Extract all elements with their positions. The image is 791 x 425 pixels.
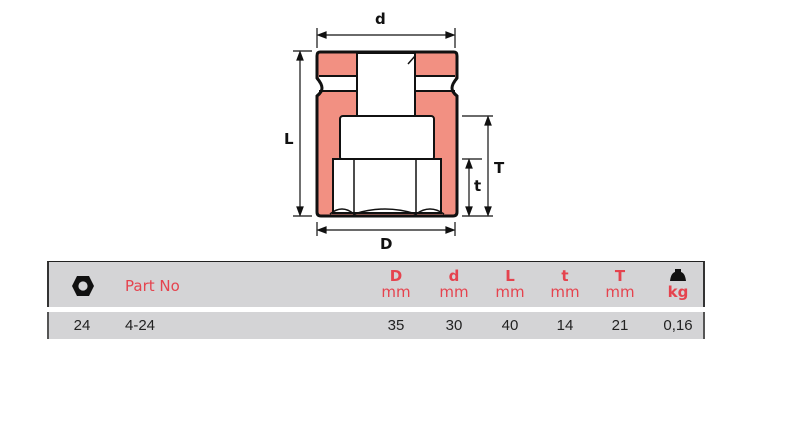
cell-D: 35 bbox=[387, 317, 405, 334]
header-col-kg: kg bbox=[658, 268, 698, 300]
cell-kg: 0,16 bbox=[663, 317, 693, 334]
header-col-D: D mm bbox=[376, 268, 416, 300]
weight-icon bbox=[658, 268, 698, 284]
header-unit: mm bbox=[381, 283, 411, 301]
header-unit: mm bbox=[605, 283, 635, 301]
label-L: L bbox=[284, 130, 294, 148]
label-T: T bbox=[494, 159, 505, 177]
label-d: d bbox=[375, 10, 386, 28]
cell-t: 14 bbox=[556, 317, 574, 334]
label-D: D bbox=[380, 235, 393, 253]
hexagon-nut-icon bbox=[71, 275, 95, 297]
cell-size: 24 bbox=[73, 317, 91, 334]
header-unit: mm bbox=[439, 283, 469, 301]
socket-drawing bbox=[293, 28, 493, 236]
dimension-D bbox=[316, 222, 456, 236]
header-symbol: L bbox=[505, 267, 515, 285]
dimension-d bbox=[316, 28, 456, 48]
header-unit: mm bbox=[495, 283, 525, 301]
cell-part-no: 4-24 bbox=[125, 317, 156, 334]
dimension-L bbox=[293, 50, 312, 217]
dimension-T bbox=[462, 115, 493, 217]
header-unit: kg bbox=[667, 283, 689, 301]
header-col-d: d mm bbox=[434, 268, 474, 300]
header-col-t: t mm bbox=[545, 268, 585, 300]
cell-L: 40 bbox=[501, 317, 519, 334]
header-unit: mm bbox=[550, 283, 580, 301]
table-row: 24 4-24 35 30 40 14 21 0,16 bbox=[47, 312, 705, 339]
header-part-no: Part No bbox=[125, 277, 180, 295]
header-symbol: t bbox=[561, 267, 569, 285]
header-col-T: T mm bbox=[600, 268, 640, 300]
label-t: t bbox=[474, 177, 482, 195]
cell-T: 21 bbox=[611, 317, 629, 334]
socket-dimension-diagram: d L T t D bbox=[284, 10, 505, 253]
header-symbol: T bbox=[614, 267, 626, 285]
spec-table-header: Part No D mm d mm L mm t mm T mm kg bbox=[47, 261, 705, 307]
header-symbol: d bbox=[448, 267, 460, 285]
cell-d: 30 bbox=[445, 317, 463, 334]
header-col-L: L mm bbox=[490, 268, 530, 300]
header-symbol: D bbox=[389, 267, 403, 285]
